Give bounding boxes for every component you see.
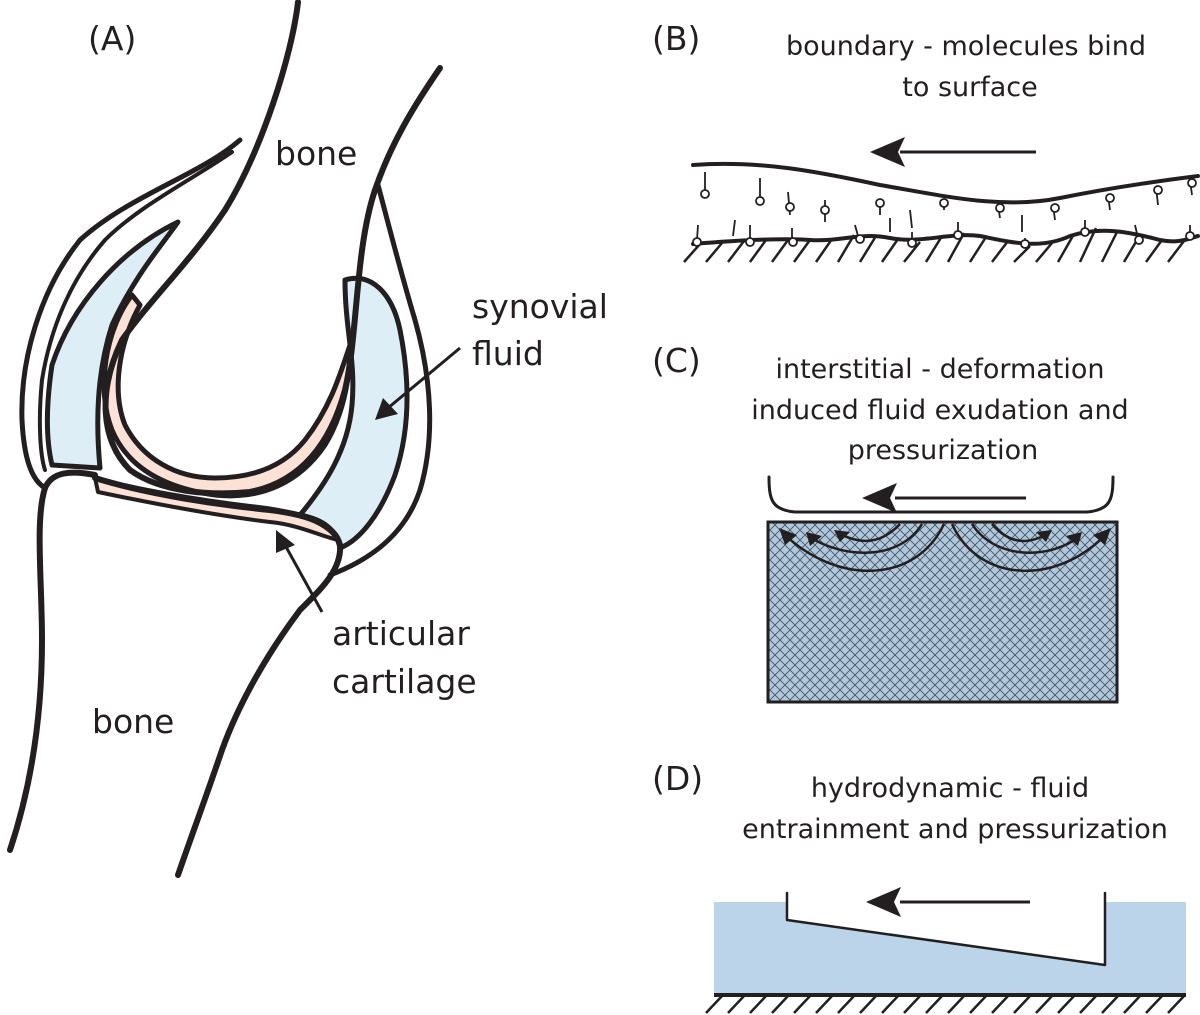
upper-bone-outline [102, 0, 443, 497]
capsule-outer-left [19, 137, 243, 491]
synovial-fluid-arrow [375, 346, 461, 420]
loading-indenter [767, 475, 1115, 514]
panel-b-caption-1: boundary - molecules bind [786, 31, 1146, 62]
synovial-fluid-left [45, 219, 181, 471]
cartilage-label-2: cartilage [332, 662, 477, 701]
ground-hatch-d [705, 995, 1185, 1014]
panel-a: (A) bone synovial fluid articular cartil… [7, 0, 608, 878]
capsule-outer-right [327, 182, 433, 578]
tilted-slider [787, 893, 1105, 965]
tilted-slider-outline [785, 891, 1107, 967]
panel-b-caption-2: to surface [902, 72, 1037, 103]
motion-arrow-d [866, 887, 1030, 917]
fluid-flow-arrowheads [779, 528, 1111, 546]
lower-bone-outline [7, 469, 98, 853]
panel-c-caption-2: induced fluid exudation and [751, 395, 1128, 426]
lower-surface-b [691, 228, 1200, 246]
lower-bone-surface [92, 475, 344, 878]
motion-arrow-b [870, 137, 1036, 167]
motion-arrow-c [862, 483, 1026, 513]
synovial-fluid-label-2: fluid [472, 334, 544, 373]
cartilage-upper [101, 292, 353, 499]
bound-molecules [692, 172, 1197, 249]
upper-surface-b [691, 161, 1200, 205]
panel-a-label: (A) [88, 19, 136, 58]
synovial-fluid-label-1: synovial [472, 287, 608, 326]
panel-b: (B) boundary - molecules bind to surface [652, 19, 1200, 263]
panel-d: (D) hydrodynamic - fluid entrainment and… [652, 759, 1186, 1014]
capsule-inner-left [37, 150, 234, 472]
panel-d-caption-2: entrainment and pressurization [742, 814, 1168, 845]
panel-d-label: (D) [652, 759, 703, 798]
cartilage-label-1: articular [332, 614, 470, 653]
panel-d-caption-1: hydrodynamic - fluid [811, 773, 1089, 804]
bone-top-label: bone [275, 134, 357, 173]
panel-c: (C) interstitial - deformation induced f… [652, 341, 1129, 704]
panel-c-label: (C) [652, 341, 701, 380]
ground-hatch-b [683, 227, 1185, 263]
bone-bottom-label: bone [92, 702, 174, 741]
panel-c-caption-3: pressurization [848, 435, 1039, 466]
porous-cartilage-block [766, 520, 1119, 704]
panel-c-caption-1: interstitial - deformation [775, 354, 1104, 385]
cartilage-arrow [276, 530, 324, 613]
panel-b-label: (B) [652, 19, 700, 58]
